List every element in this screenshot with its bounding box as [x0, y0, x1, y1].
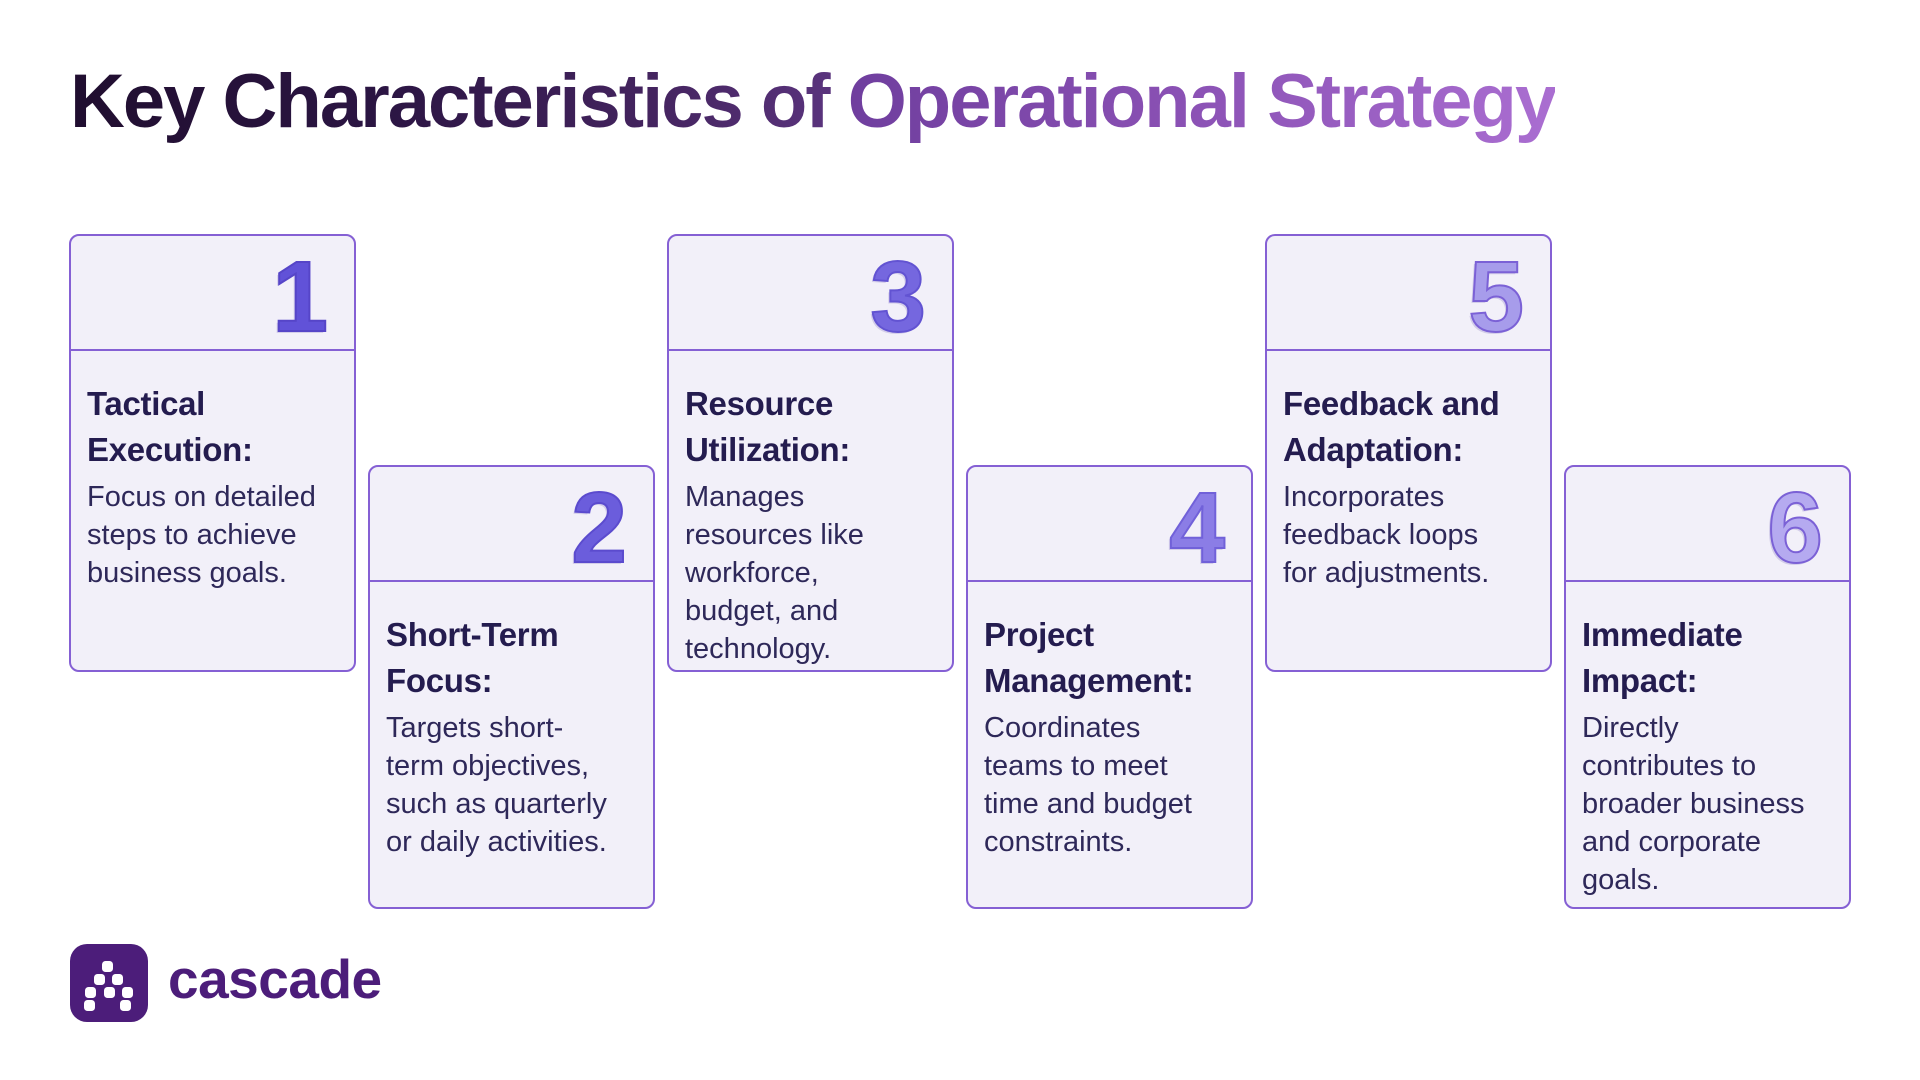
card-heading: Immediate Impact:: [1582, 616, 1743, 700]
card-body-text: Directly contributes to broader business…: [1582, 712, 1805, 897]
card-body-text: Coordinates teams to meet time and budge…: [984, 712, 1192, 859]
card-number-header: 5: [1267, 236, 1550, 351]
card-number: 5: [1467, 240, 1525, 353]
card-heading: Project Management:: [984, 616, 1194, 700]
characteristic-card: 1 Tactical Execution: Focus on detailed …: [69, 234, 356, 672]
card-number-header: 3: [669, 236, 952, 351]
card-number-header: 4: [968, 467, 1251, 582]
card-body-text: Focus on detailed steps to achieve busin…: [87, 481, 316, 590]
brand-wordmark: cascade: [168, 948, 382, 1010]
logo-dot: [111, 973, 123, 985]
logo-dot: [121, 986, 133, 998]
page-title-dark-part: Key Characteristics of: [70, 59, 848, 144]
logo-dot: [103, 986, 115, 998]
logo-dot: [84, 986, 96, 998]
card-number-header: 2: [370, 467, 653, 582]
brand-footer: cascade: [70, 944, 382, 1022]
card-body: Immediate Impact: Directly contributes t…: [1566, 582, 1849, 907]
logo-dot: [119, 1000, 131, 1011]
card-body: Tactical Execution: Focus on detailed st…: [71, 351, 354, 613]
card-heading: Tactical Execution:: [87, 385, 253, 469]
characteristic-card: 3 Resource Utilization: Manages resource…: [667, 234, 954, 672]
card-number: 1: [271, 240, 329, 353]
card-number: 4: [1168, 471, 1226, 584]
card-number-header: 1: [71, 236, 354, 351]
card-number: 6: [1766, 471, 1824, 584]
card-body-text: Targets short-term objectives, such as q…: [386, 712, 607, 859]
cascade-logo-icon: [70, 944, 148, 1022]
card-number: 3: [869, 240, 927, 353]
logo-dot: [101, 960, 113, 972]
card-body-text: Manages resources like workforce, budget…: [685, 481, 864, 666]
page-title: Key Characteristics of Operational Strat…: [70, 59, 1558, 144]
card-body: Resource Utilization: Manages resources …: [669, 351, 952, 670]
characteristic-card: 6 Immediate Impact: Directly contributes…: [1564, 465, 1851, 909]
card-body: Short-Term Focus: Targets short-term obj…: [370, 582, 653, 882]
characteristic-card: 5 Feedback and Adaptation: Incorporates …: [1265, 234, 1552, 672]
card-body-text: Incorporates feedback loops for adjustme…: [1283, 481, 1490, 590]
card-heading: Resource Utilization:: [685, 385, 851, 469]
page-title-accent-part: Operational Strategy: [847, 59, 1558, 144]
characteristic-card: 2 Short-Term Focus: Targets short-term o…: [368, 465, 655, 909]
card-number: 2: [570, 471, 628, 584]
card-body: Feedback and Adaptation: Incorporates fe…: [1267, 351, 1550, 613]
logo-dot: [83, 1000, 95, 1011]
card-body: Project Management: Coordinates teams to…: [968, 582, 1251, 882]
card-heading: Feedback and Adaptation:: [1283, 385, 1500, 469]
characteristic-card: 4 Project Management: Coordinates teams …: [966, 465, 1253, 909]
card-heading: Short-Term Focus:: [386, 616, 559, 700]
logo-dot: [93, 973, 105, 985]
card-number-header: 6: [1566, 467, 1849, 582]
